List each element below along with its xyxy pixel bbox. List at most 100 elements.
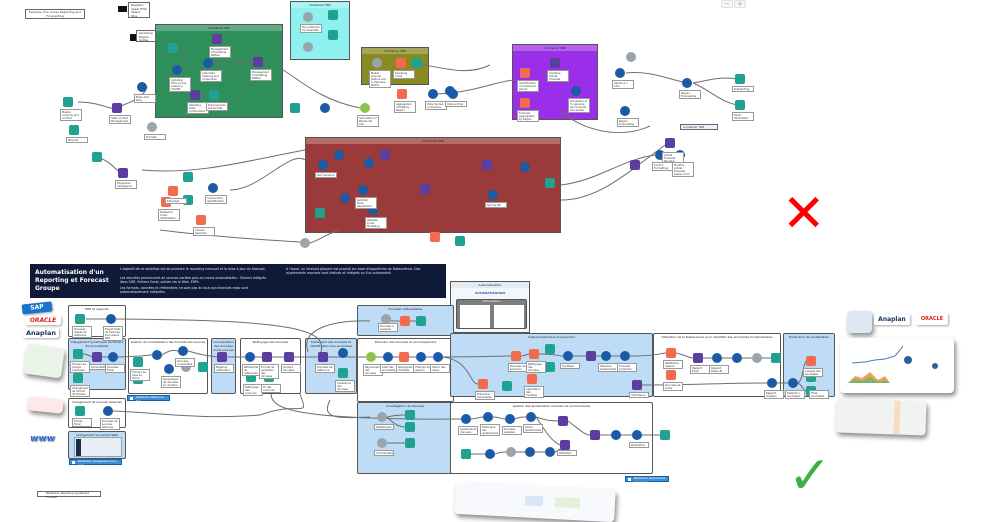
toggle-restitution-forecast[interactable]: Restitution Reporting Ajustement Forecas… — [37, 491, 101, 499]
blue-tool-icon[interactable] — [416, 352, 426, 362]
formula-tool-icon[interactable] — [529, 349, 539, 359]
formula-tool-icon[interactable] — [666, 370, 676, 380]
transform-tool-icon[interactable] — [284, 352, 294, 362]
workflow-title-comment[interactable]: Exemple d'un Grosy Reporting and Forecas… — [25, 9, 85, 19]
input-output-icon[interactable] — [75, 406, 85, 416]
blue-tool-icon[interactable] — [428, 89, 438, 99]
gear-tool-icon[interactable] — [147, 122, 157, 132]
blue-tool-icon[interactable] — [545, 447, 555, 457]
blue-tool-icon[interactable] — [338, 348, 348, 358]
container-red[interactable]: Container 395 — [305, 137, 561, 233]
transform-tool-icon[interactable] — [558, 416, 568, 426]
toggle-restitution-reference[interactable]: Restitution Reference Full — [127, 395, 170, 403]
text-input-icon[interactable] — [118, 6, 127, 12]
formula-tool-icon[interactable] — [400, 316, 410, 326]
transform-tool-icon[interactable] — [586, 351, 596, 361]
blue-tool-icon[interactable] — [172, 65, 182, 75]
transform-tool-icon[interactable] — [420, 184, 430, 194]
blue-tool-icon[interactable] — [106, 314, 116, 324]
formula-tool-icon[interactable] — [527, 374, 537, 384]
blue-tool-icon[interactable] — [526, 412, 536, 422]
gear-tool-icon[interactable] — [303, 42, 313, 52]
input-output-icon[interactable] — [168, 43, 178, 53]
input-output-icon[interactable] — [405, 438, 415, 448]
blue-tool-icon[interactable] — [103, 406, 113, 416]
blue-tool-icon[interactable] — [445, 86, 455, 96]
transform-tool-icon[interactable] — [560, 440, 570, 450]
transform-tool-icon[interactable] — [550, 58, 560, 68]
transform-tool-icon[interactable] — [217, 352, 227, 362]
blue-tool-icon[interactable] — [245, 352, 255, 362]
blue-tool-icon[interactable] — [203, 58, 213, 68]
transform-tool-icon[interactable] — [318, 352, 328, 362]
transform-tool-icon[interactable] — [92, 352, 102, 362]
gear-tool-icon[interactable] — [372, 58, 382, 68]
blue-tool-icon[interactable] — [732, 353, 742, 363]
formula-tool-icon[interactable] — [520, 98, 530, 108]
gear-tool-icon[interactable] — [381, 314, 391, 324]
zoom-in-button[interactable]: + — [734, 0, 746, 8]
formula-tool-icon[interactable] — [806, 356, 816, 366]
gear-tool-icon[interactable] — [303, 12, 313, 22]
input-output-icon[interactable] — [328, 30, 338, 40]
blue-tool-icon[interactable] — [340, 193, 350, 203]
input-output-icon[interactable] — [405, 422, 415, 432]
input-output-icon[interactable] — [63, 97, 73, 107]
transform-tool-icon[interactable] — [665, 138, 675, 148]
input-output-icon[interactable] — [133, 357, 143, 367]
input-output-icon[interactable] — [73, 349, 83, 359]
blue-tool-icon[interactable] — [364, 158, 374, 168]
transform-tool-icon[interactable] — [693, 353, 703, 363]
input-output-icon[interactable] — [545, 344, 555, 354]
input-output-icon[interactable] — [461, 449, 471, 459]
input-output-icon[interactable] — [75, 314, 85, 324]
blue-tool-icon[interactable] — [178, 346, 188, 356]
input-output-icon[interactable] — [69, 125, 79, 135]
blue-tool-icon[interactable] — [620, 351, 630, 361]
transform-tool-icon[interactable] — [590, 430, 600, 440]
workflow-section[interactable]: Gestion des ajustements manuels et comme… — [450, 402, 653, 474]
blue-tool-icon[interactable] — [632, 430, 642, 440]
gear-tool-icon[interactable] — [300, 238, 310, 248]
blue-tool-icon[interactable] — [615, 68, 625, 78]
input-output-icon[interactable] — [183, 195, 193, 205]
blue-tool-icon[interactable] — [767, 378, 777, 388]
blue-tool-icon[interactable] — [334, 150, 344, 160]
input-output-icon[interactable] — [328, 10, 338, 20]
filter-tool-icon[interactable] — [366, 352, 376, 362]
toggle-restitution-web[interactable]: Restitution Chargement via le web — [69, 459, 122, 467]
blue-tool-icon[interactable] — [318, 160, 328, 170]
gear-tool-icon[interactable] — [377, 412, 387, 422]
transform-tool-icon[interactable] — [632, 380, 642, 390]
orchestration-box[interactable]: Orchestration — [456, 299, 527, 329]
blue-tool-icon[interactable] — [571, 86, 581, 96]
gear-tool-icon[interactable] — [181, 362, 191, 372]
blue-tool-icon[interactable] — [525, 447, 535, 457]
clapper-icon[interactable] — [130, 34, 138, 41]
input-output-icon[interactable] — [183, 172, 193, 182]
formula-tool-icon[interactable] — [666, 348, 676, 358]
filter-tool-icon[interactable] — [360, 103, 370, 113]
transform-tool-icon[interactable] — [380, 150, 390, 160]
input-output-icon[interactable] — [660, 430, 670, 440]
input-output-icon[interactable] — [315, 208, 325, 218]
blue-tool-icon[interactable] — [505, 414, 515, 424]
blue-tool-icon[interactable] — [358, 185, 368, 195]
header-comment[interactable]: Registre appel fillet Select titre Repor… — [128, 2, 150, 18]
input-output-icon[interactable] — [338, 368, 348, 378]
transform-tool-icon[interactable] — [190, 90, 200, 100]
input-output-icon[interactable] — [502, 381, 512, 391]
formula-tool-icon[interactable] — [397, 89, 407, 99]
transform-tool-icon[interactable] — [482, 160, 492, 170]
transform-tool-icon[interactable] — [253, 57, 263, 67]
input-output-icon[interactable] — [92, 152, 102, 162]
collapsed-container[interactable]: Container 396 — [680, 124, 718, 130]
formula-tool-icon[interactable] — [196, 215, 206, 225]
input-output-icon[interactable] — [246, 372, 256, 382]
blue-tool-icon[interactable] — [137, 82, 147, 92]
blue-tool-icon[interactable] — [520, 162, 530, 172]
input-output-icon[interactable] — [455, 236, 465, 246]
blue-tool-icon[interactable] — [485, 449, 495, 459]
input-output-icon[interactable] — [545, 178, 555, 188]
blue-tool-icon[interactable] — [483, 412, 493, 422]
